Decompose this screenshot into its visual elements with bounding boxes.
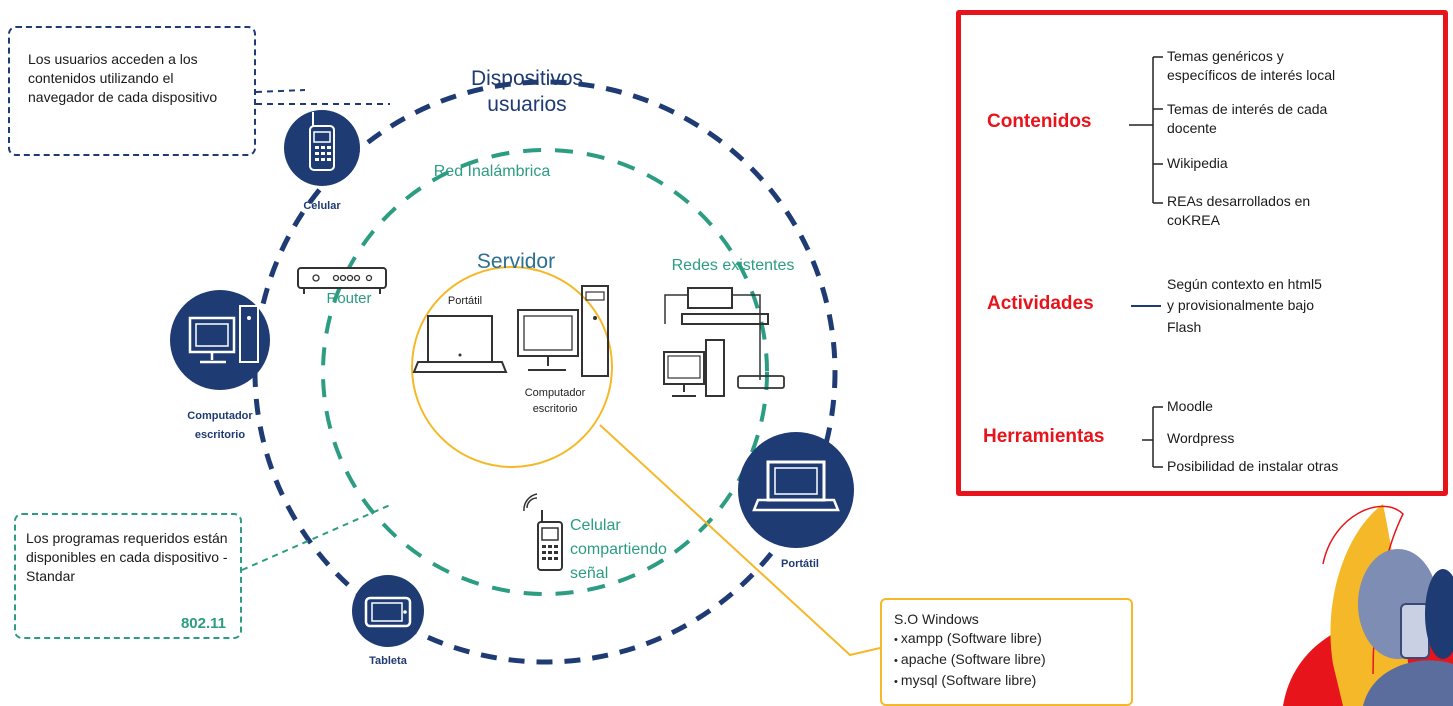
router-icon bbox=[297, 267, 387, 289]
celular-signal-label-2: compartiendo bbox=[570, 541, 667, 558]
outer-ring-label-1: Dispositivos bbox=[471, 67, 583, 90]
existing-networks-device bbox=[663, 287, 785, 397]
server-software-item: xampp (Software libre) bbox=[894, 629, 1119, 650]
server-ring bbox=[411, 266, 613, 468]
users-access-text: Los usuarios acceden a los contenidos ut… bbox=[28, 51, 218, 105]
tablet-icon bbox=[364, 596, 412, 628]
celular-signal-label-1: Celular bbox=[570, 517, 621, 534]
server-label: Servidor bbox=[477, 250, 555, 273]
server-software-list: xampp (Software libre) apache (Software … bbox=[894, 629, 1119, 692]
herramientas-label: Herramientas bbox=[983, 426, 1105, 447]
portatil-device: Portátil bbox=[738, 432, 854, 570]
network-router-icon bbox=[737, 375, 785, 389]
programs-text: Los programas requeridos están disponibl… bbox=[26, 530, 228, 584]
celular-device: Celular bbox=[284, 110, 360, 212]
actividades-item: Flash bbox=[1167, 319, 1202, 335]
herramientas-item: Posibilidad de instalar otras bbox=[1167, 458, 1339, 474]
router-label: Router bbox=[326, 290, 371, 307]
middle-ring bbox=[321, 148, 769, 596]
network-desktop-icon bbox=[663, 351, 705, 385]
computador-label-1: Computador bbox=[187, 410, 253, 422]
summary-panel: Contenidos Temas genéricos y específicos… bbox=[956, 10, 1448, 496]
computador-label-2: escritorio bbox=[195, 429, 245, 441]
router-device: Router bbox=[297, 267, 387, 307]
contenidos-item: específicos de interés local bbox=[1167, 67, 1336, 83]
computador-device: Computador escritorio bbox=[170, 290, 270, 441]
server-software-item: mysql (Software libre) bbox=[894, 671, 1119, 692]
standard-label: 802.11 bbox=[180, 615, 226, 632]
celular-signal-device: Celular compartiendo señal bbox=[523, 493, 667, 582]
users-access-note: Los usuarios acceden a los contenidos ut… bbox=[8, 26, 256, 156]
contenidos-item: docente bbox=[1167, 120, 1217, 136]
server-box-connector bbox=[599, 424, 881, 657]
tableta-device: Tableta bbox=[352, 575, 424, 667]
server-software-item: apache (Software libre) bbox=[894, 650, 1119, 671]
actividades-item: y provisionalmente bajo bbox=[1167, 297, 1315, 313]
contenidos-item: coKREA bbox=[1167, 212, 1220, 228]
users-note-connector bbox=[255, 89, 390, 105]
contenidos-item: Wikipedia bbox=[1167, 155, 1228, 171]
actividades-item: Según contexto en html5 bbox=[1167, 276, 1322, 292]
contenidos-label: Contenidos bbox=[987, 111, 1092, 132]
contenidos-item: Temas genéricos y bbox=[1167, 48, 1284, 64]
phone-icon bbox=[309, 125, 335, 171]
actividades-label: Actividades bbox=[987, 293, 1094, 314]
server-software-box: S.O Windows xampp (Software libre) apach… bbox=[880, 598, 1133, 706]
server-computador-label-1: Computador bbox=[525, 387, 586, 399]
contenidos-item: REAs desarrollados en bbox=[1167, 193, 1311, 209]
server-os-title: S.O Windows bbox=[894, 611, 979, 627]
celular-label: Celular bbox=[303, 200, 341, 212]
signal-waves-icon bbox=[523, 493, 538, 512]
server-portatil-label: Portátil bbox=[448, 295, 482, 307]
decorative-illustration bbox=[1283, 504, 1453, 706]
herramientas-item: Moodle bbox=[1167, 398, 1213, 414]
network-box-icon bbox=[687, 287, 733, 309]
server-desktop-icon bbox=[517, 309, 579, 357]
programs-note-connector bbox=[241, 504, 391, 571]
server-computador-label-2: escritorio bbox=[533, 403, 578, 415]
server-computador: Computador escritorio bbox=[517, 285, 609, 415]
portatil-label: Portátil bbox=[781, 558, 819, 570]
herramientas-item: Wordpress bbox=[1167, 430, 1235, 446]
contenidos-item: Temas de interés de cada bbox=[1167, 101, 1328, 117]
celular-signal-label-3: señal bbox=[570, 565, 608, 582]
tableta-label: Tableta bbox=[369, 655, 408, 667]
existing-networks-label: Redes existentes bbox=[672, 257, 795, 274]
middle-ring-label: Red Inalámbrica bbox=[434, 163, 551, 180]
programs-note: Los programas requeridos están disponibl… bbox=[14, 513, 242, 639]
summary-brackets bbox=[1129, 56, 1163, 468]
server-portatil: Portátil bbox=[412, 295, 508, 373]
outer-ring-label-2: usuarios bbox=[487, 93, 566, 116]
